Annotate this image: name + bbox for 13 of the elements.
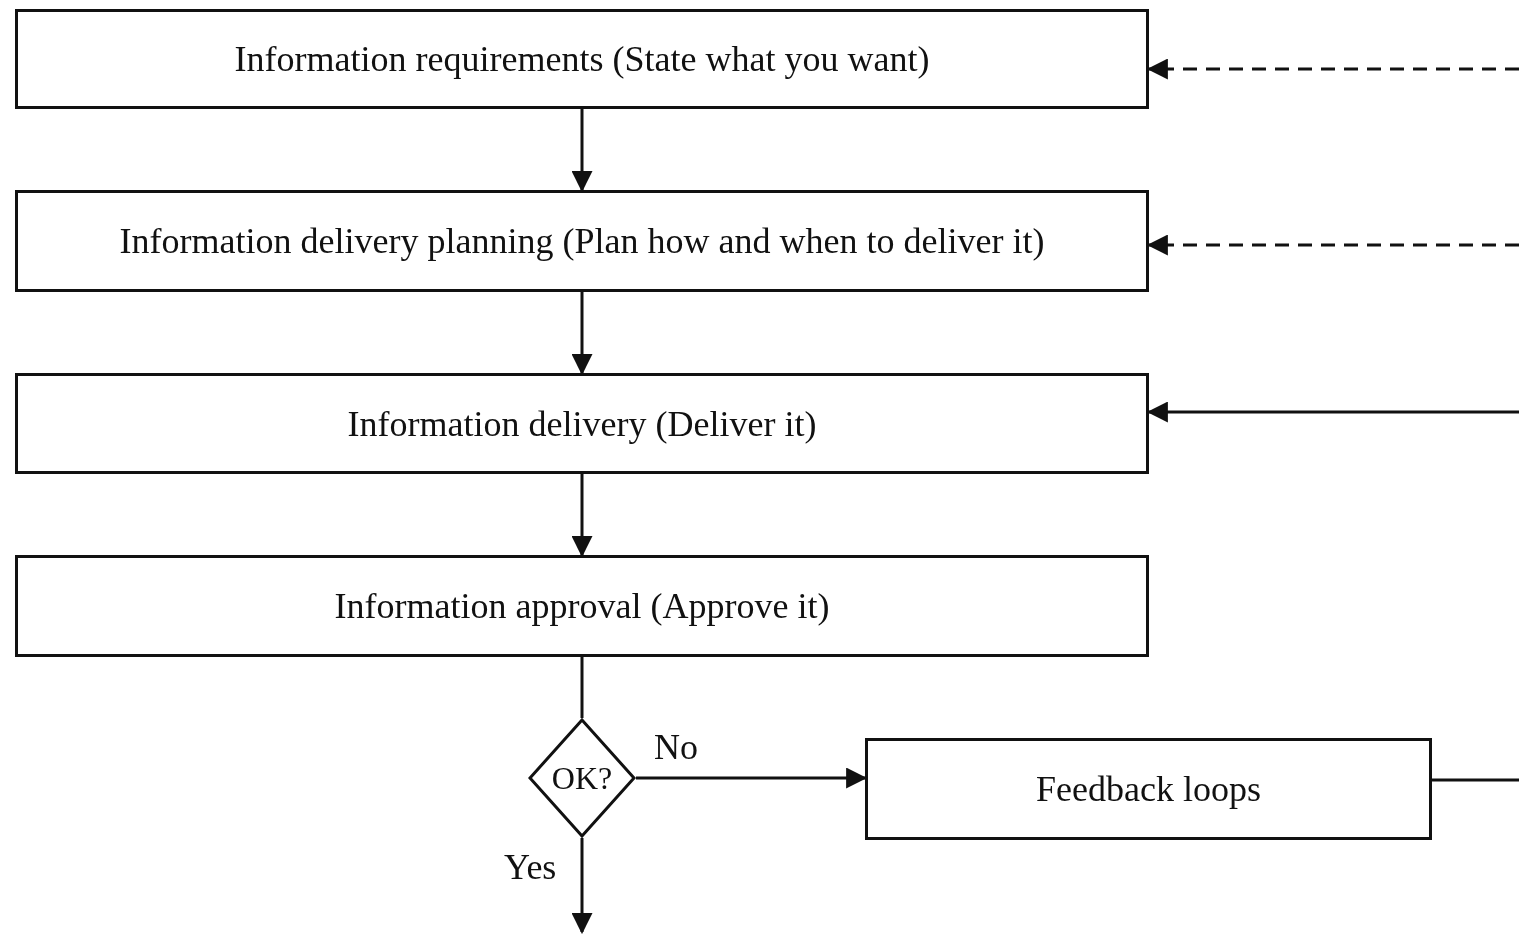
node-label: OK? (551, 759, 613, 797)
node-label: Information delivery (Deliver it) (347, 402, 817, 445)
process-box (15, 9, 1149, 109)
node-label: Information delivery planning (Plan how and when to deliver it) (119, 220, 1045, 262)
node-label: Feedback loops (1036, 768, 1261, 810)
process-box (865, 738, 1432, 840)
process-box (15, 190, 1149, 292)
decision-diamond (528, 718, 636, 838)
arrow (571, 838, 593, 935)
node-label: Information requirements (State what you want) (234, 38, 930, 80)
process-box (15, 373, 1149, 474)
node-label: Information approval (Approve it) (334, 585, 830, 627)
process-box (15, 555, 1149, 657)
